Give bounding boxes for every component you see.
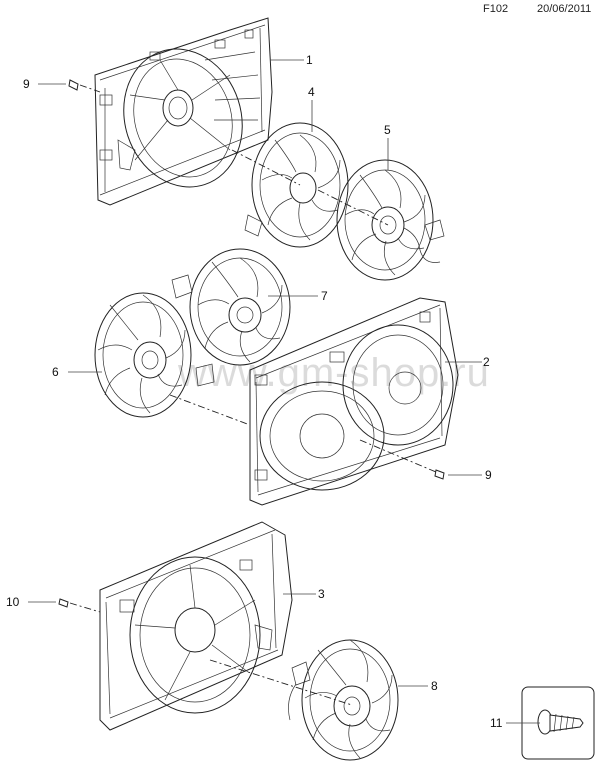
bolt-lower: [58, 598, 69, 608]
callout-6: 6: [52, 365, 59, 379]
fan-motor-upper: [336, 159, 445, 281]
fan-blade-upper: [244, 122, 349, 248]
bolt-middle: [434, 469, 445, 480]
bolt-upper: [68, 79, 79, 91]
centerlines: [69, 84, 437, 706]
callouts: 1 2 3 4 5 6 7 8 9 9 10 11: [6, 53, 503, 730]
callout-11: 11: [490, 716, 503, 730]
fan-motor-left: [94, 292, 215, 418]
callout-3: 3: [318, 587, 325, 601]
fan-shroud-large: [99, 521, 293, 731]
callout-1: 1: [306, 53, 313, 67]
callout-5: 5: [384, 123, 391, 137]
callout-8: 8: [431, 679, 438, 693]
fan-shroud-single: [94, 17, 273, 206]
callout-9-upper: 9: [23, 77, 30, 91]
fan-shroud-twin: [249, 297, 459, 506]
callout-9-lower: 9: [485, 468, 492, 482]
callout-4: 4: [308, 85, 315, 99]
diagram-date: 20/06/2011: [537, 3, 592, 15]
callout-10: 10: [6, 595, 20, 609]
fan-motor-middle: [171, 248, 291, 366]
callout-7: 7: [321, 289, 328, 303]
diagram-code: F102: [483, 3, 509, 15]
fan-motor-lower: [288, 639, 399, 761]
watermark: www.gm-shop.ru: [177, 351, 490, 395]
leader-lines: [28, 59, 540, 724]
callout-2: 2: [483, 355, 490, 369]
